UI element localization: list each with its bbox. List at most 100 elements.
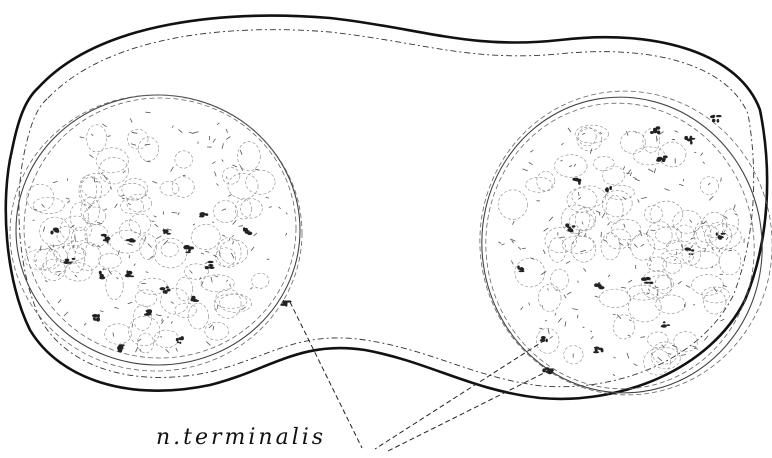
cell-outline: [526, 177, 553, 192]
stipple-mark: [269, 207, 272, 208]
stipple-mark: [530, 150, 533, 152]
cell-outline: [188, 303, 208, 329]
stipple-mark: [650, 258, 652, 262]
cell-outline: [602, 166, 624, 185]
nerve-cell-cluster: [661, 158, 666, 160]
stipple-mark: [649, 265, 651, 266]
stipple-mark: [548, 288, 549, 290]
stipple-mark: [172, 126, 173, 128]
stipple-mark: [512, 221, 514, 225]
stipple-mark: [80, 137, 84, 138]
stipple-mark: [201, 253, 204, 254]
stipple-mark: [233, 241, 234, 244]
stipple-mark: [721, 178, 722, 182]
stipple-mark: [152, 181, 157, 183]
stipple-mark: [58, 274, 60, 276]
stipple-mark: [694, 152, 696, 153]
stipple-mark: [229, 195, 232, 197]
stipple-mark: [226, 280, 228, 282]
stipple-mark: [628, 247, 630, 248]
nerve-cell-cluster: [191, 298, 195, 301]
stipple-mark: [545, 320, 547, 321]
stipple-mark: [222, 143, 223, 149]
stipple-mark: [729, 250, 733, 251]
cell-outline: [578, 127, 596, 146]
stipple-mark: [172, 212, 178, 213]
nerve-cell-cluster: [189, 246, 195, 249]
stipple-mark: [230, 284, 231, 287]
cell-outline: [81, 197, 100, 223]
stipple-mark: [683, 179, 684, 181]
stipple-mark: [641, 197, 647, 198]
stipple-mark: [205, 262, 207, 264]
stipple-mark: [114, 307, 118, 308]
nerve-cell-cluster: [721, 233, 726, 235]
cell-outline: [64, 263, 92, 281]
stipple-mark: [213, 255, 217, 257]
stipple-mark: [206, 342, 210, 346]
cell-outline: [228, 173, 258, 198]
stipple-mark: [101, 173, 103, 174]
stipple-mark: [566, 261, 570, 263]
stipple-mark: [66, 198, 69, 199]
stipple-mark: [94, 177, 95, 182]
nerve-cell-cluster: [649, 282, 653, 285]
stipple-mark: [128, 204, 131, 205]
nerve-cell-cluster: [606, 188, 609, 192]
nerve-cell-cluster: [205, 213, 208, 216]
nerve-cell-cluster: [92, 314, 98, 317]
cell-outline: [620, 131, 645, 153]
stipple-mark: [624, 224, 625, 228]
stipple-mark: [577, 315, 578, 318]
stipple-mark: [183, 175, 186, 176]
nerve-cell-cluster: [55, 229, 59, 232]
stipple-mark: [240, 150, 242, 155]
cell-outline: [252, 273, 269, 288]
cell-outline: [154, 238, 187, 268]
nerve-cell-cluster: [717, 119, 720, 123]
stipple-mark: [53, 181, 58, 182]
cell-outline: [641, 270, 671, 299]
stipple-mark: [43, 265, 44, 267]
stipple-mark: [613, 358, 615, 359]
stipple-mark: [132, 324, 133, 328]
cell-outline: [106, 271, 123, 300]
stipple-mark: [579, 192, 580, 196]
nerve-cell-cluster: [209, 266, 215, 269]
stipple-mark: [694, 348, 698, 349]
cell-outline: [220, 240, 248, 264]
nerve-cell-cluster: [177, 341, 179, 343]
stipple-mark: [266, 197, 269, 198]
n-terminalis-label: n.terminalis: [156, 425, 326, 450]
cell-outline: [655, 227, 681, 244]
cell-outline: [219, 294, 251, 312]
stipple-mark: [498, 242, 501, 244]
cell-outline: [648, 332, 669, 348]
stipple-mark: [691, 245, 693, 248]
stipple-mark: [690, 220, 692, 223]
stipple-mark: [98, 245, 101, 247]
nerve-cell-cluster: [712, 119, 716, 123]
nerve-cell-cluster: [518, 268, 524, 270]
stipple-mark: [232, 165, 237, 167]
nerve-cell-cluster: [166, 233, 171, 235]
stipple-mark: [540, 328, 543, 329]
stipple-mark: [104, 209, 107, 211]
stipple-mark: [623, 197, 626, 200]
stipple-mark: [678, 281, 682, 284]
cell-outline: [133, 305, 151, 330]
stipple-mark: [58, 299, 61, 303]
stipple-mark: [630, 172, 631, 176]
nerve-cell-cluster: [160, 287, 166, 290]
nerve-cell-cluster: [546, 339, 548, 343]
stipple-mark: [668, 354, 672, 355]
stipple-mark: [733, 205, 735, 210]
nerve-cell-cluster: [545, 367, 550, 370]
stipple-mark: [145, 112, 150, 113]
nerve-cell-cluster: [666, 324, 670, 326]
stipple-mark: [226, 177, 227, 179]
nerve-cell-cluster: [72, 258, 76, 260]
stipple-mark: [216, 184, 218, 186]
stipple-mark: [111, 187, 112, 190]
stipple-mark: [518, 247, 521, 250]
